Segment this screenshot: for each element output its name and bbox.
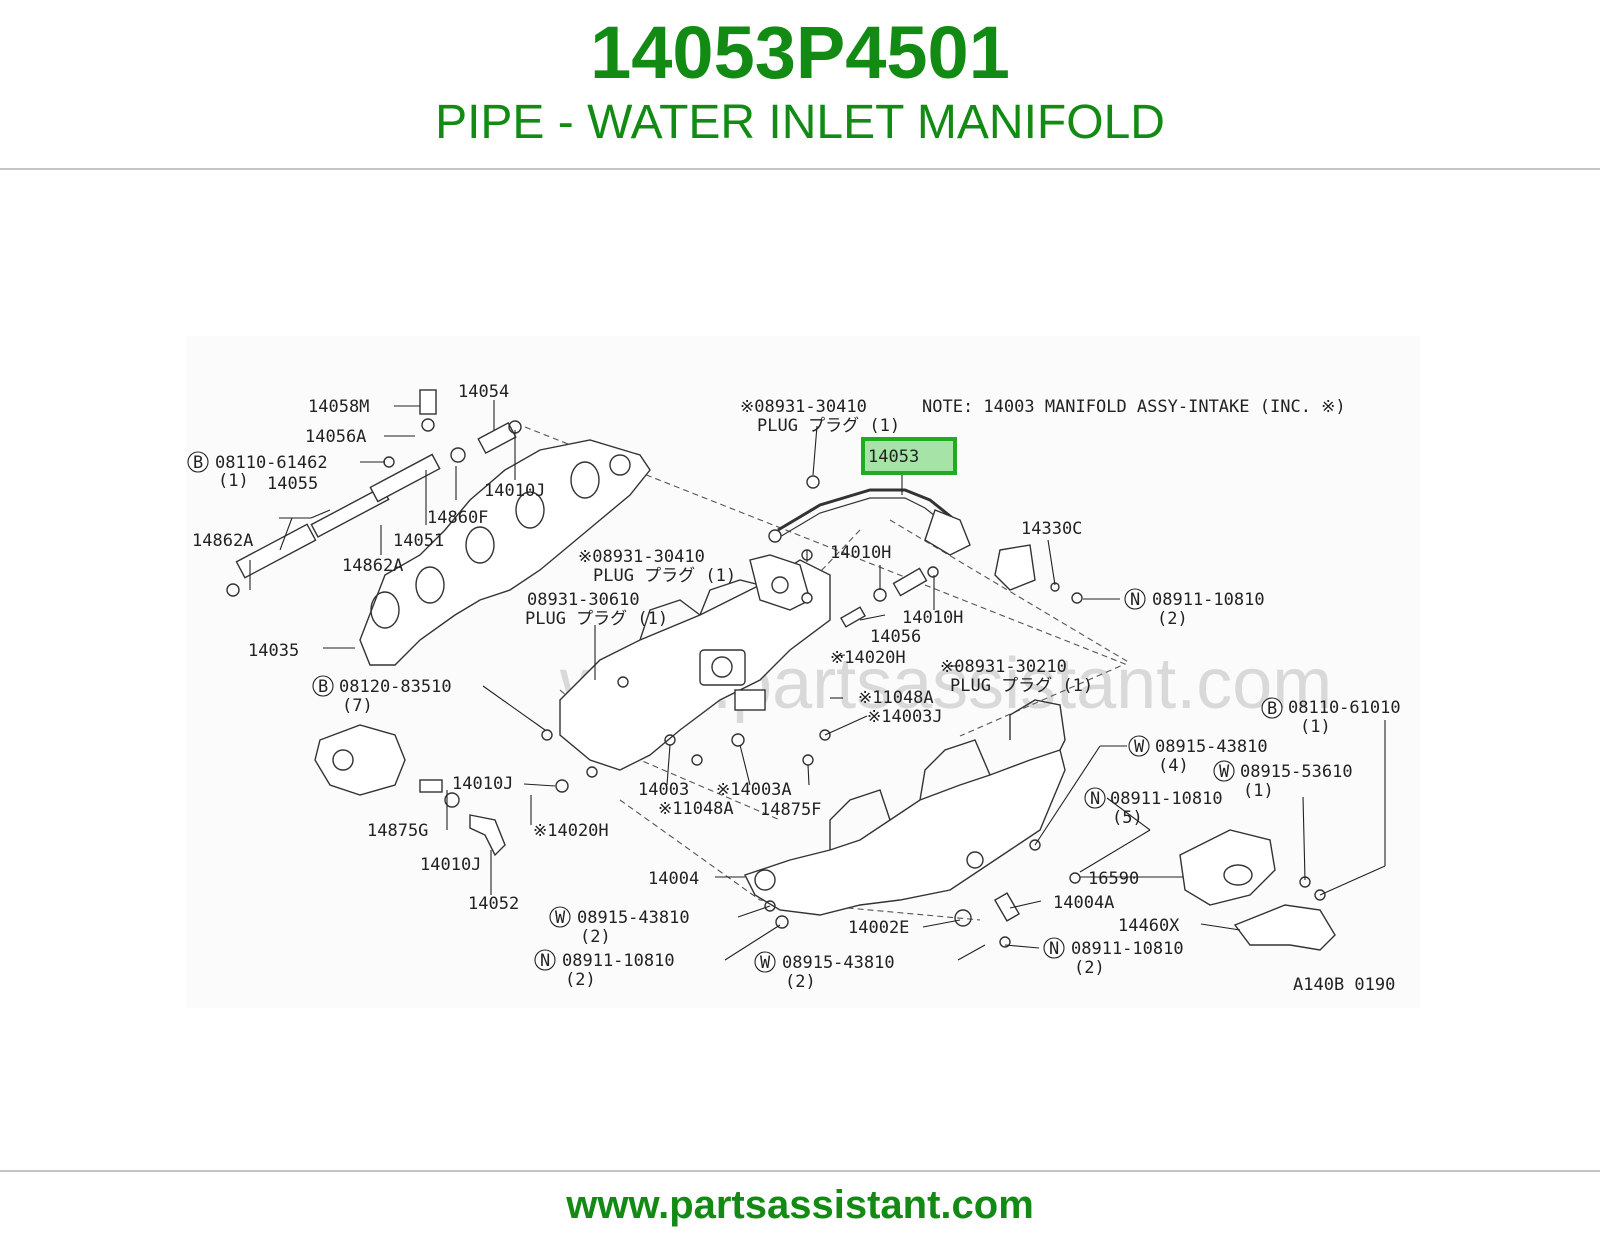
callout-14056: 14056 <box>870 627 921 647</box>
callout-08110-61462-qty: (1) <box>218 471 249 491</box>
callout-plug-b: PLUG プラグ (1) <box>593 566 736 586</box>
callout-plug-a: PLUG プラグ (1) <box>757 416 900 436</box>
callout-14003: 14003 <box>638 780 689 800</box>
component-drawings <box>226 389 1336 951</box>
badge-letter-w: W <box>1219 762 1230 782</box>
callout-08931-30210: ※08931-30210 <box>940 657 1067 677</box>
callout-08911-10810-c-qty: (2) <box>565 970 596 990</box>
callout-14010H-a: 14010H <box>830 543 891 563</box>
callout-11048A-a: ※11048A <box>858 688 934 708</box>
callout-08110-61010-qty: (1) <box>1300 717 1331 737</box>
callout-14010J-low: 14010J <box>420 855 481 875</box>
diagram-ref-code: A140B 0190 <box>1293 975 1395 995</box>
header-divider <box>0 168 1600 170</box>
callout-08120-83510-qty: (7) <box>342 696 373 716</box>
badge-letter-w: W <box>1134 737 1145 757</box>
callout-14002E: 14002E <box>848 918 909 938</box>
callout-08915-53610: 08915-53610 <box>1240 762 1353 782</box>
badge-letter-n: N <box>1090 789 1100 809</box>
part-name: PIPE - WATER INLET MANIFOLD <box>435 96 1165 149</box>
badge-letter-w: W <box>760 953 771 973</box>
badge-letter-n: N <box>540 951 550 971</box>
callout-14051: 14051 <box>393 531 444 551</box>
badge-letter-b: B <box>1267 699 1277 719</box>
callout-14460X: 14460X <box>1118 916 1180 936</box>
callout-08915-43810-b: 08915-43810 <box>577 908 690 928</box>
parts-diagram: www.partsassistant.com <box>186 336 1420 1008</box>
callout-14003A: ※14003A <box>716 780 792 800</box>
callout-08911-10810-b: 08911-10810 <box>1110 789 1223 809</box>
callout-labels: NOTE: 14003 MANIFOLD ASSY-INTAKE (INC. ※… <box>192 382 1401 995</box>
callout-14010J-top: 14010J <box>484 481 545 501</box>
callout-08911-10810-a-qty: (2) <box>1157 609 1188 629</box>
badge-letter-b: B <box>193 453 203 473</box>
callout-14052: 14052 <box>468 894 519 914</box>
fastener-badges <box>187 451 1283 973</box>
callout-08931-30610: 08931-30610 <box>527 590 640 610</box>
callout-plug-d: PLUG プラグ (1) <box>950 676 1093 696</box>
fastener-badge-letters: B N B B W W N W N W N <box>193 453 1277 973</box>
callout-14054: 14054 <box>458 382 509 402</box>
callout-14003J: ※14003J <box>867 707 943 727</box>
callout-14862A-left: 14862A <box>192 531 253 551</box>
badge-letter-b: B <box>318 677 328 697</box>
exploded-view-svg: www.partsassistant.com <box>187 382 1401 995</box>
callout-14020H-b: ※14020H <box>533 821 609 841</box>
badge-letter-n: N <box>1130 590 1140 610</box>
callout-16590: 16590 <box>1088 869 1139 889</box>
callout-14862A-mid: 14862A <box>342 556 403 576</box>
diagram-note: NOTE: 14003 MANIFOLD ASSY-INTAKE (INC. ※… <box>922 397 1346 417</box>
callout-08915-43810-a-qty: (4) <box>1158 756 1189 776</box>
callout-08915-43810-a: 08915-43810 <box>1155 737 1268 757</box>
badge-letter-w: W <box>555 908 566 928</box>
callout-14035: 14035 <box>248 641 299 661</box>
callout-08931-30410-a: ※08931-30410 <box>740 397 867 417</box>
callout-08911-10810-a: 08911-10810 <box>1152 590 1265 610</box>
callout-14020H-a: ※14020H <box>830 648 906 668</box>
callout-08120-83510: 08120-83510 <box>339 677 452 697</box>
callout-14058M: 14058M <box>308 397 369 417</box>
callout-08911-10810-c: 08911-10810 <box>562 951 675 971</box>
callout-14875G: 14875G <box>367 821 428 841</box>
callout-08911-10810-d-qty: (2) <box>1074 958 1105 978</box>
highlighted-part-label[interactable]: 14053 <box>868 447 919 467</box>
callout-plug-c: PLUG プラグ (1) <box>525 609 668 629</box>
callout-14004: 14004 <box>648 869 699 889</box>
callout-14056A: 14056A <box>305 427 366 447</box>
callout-14010H-b: 14010H <box>902 608 963 628</box>
callout-08915-43810-c-qty: (2) <box>785 972 816 992</box>
callout-08911-10810-d: 08911-10810 <box>1071 939 1184 959</box>
callout-14004A: 14004A <box>1053 893 1114 913</box>
callout-14330C: 14330C <box>1021 519 1082 539</box>
callout-14010J-mid: 14010J <box>452 774 513 794</box>
callout-11048A-b: ※11048A <box>658 799 734 819</box>
callout-14875F: 14875F <box>760 800 821 820</box>
callout-08931-30410-b: ※08931-30410 <box>578 547 705 567</box>
callout-08110-61010: 08110-61010 <box>1288 698 1401 718</box>
part-number: 14053P4501 <box>590 11 1010 94</box>
footer-url-link[interactable]: www.partsassistant.com <box>566 1183 1034 1227</box>
footer-divider <box>0 1170 1600 1172</box>
callout-14860F: 14860F <box>427 508 488 528</box>
callout-08110-61462: 08110-61462 <box>215 453 328 473</box>
callout-08915-53610-qty: (1) <box>1243 781 1274 801</box>
highlighted-part-box[interactable] <box>861 437 957 475</box>
badge-letter-n: N <box>1049 939 1059 959</box>
callout-08915-43810-c: 08915-43810 <box>782 953 895 973</box>
page-header: 14053P4501 PIPE - WATER INLET MANIFOLD <box>0 0 1600 170</box>
callout-14055: 14055 <box>267 474 318 494</box>
callout-08911-10810-b-qty: (5) <box>1112 808 1143 828</box>
leader-lines <box>249 400 1386 961</box>
callout-08915-43810-b-qty: (2) <box>580 927 611 947</box>
